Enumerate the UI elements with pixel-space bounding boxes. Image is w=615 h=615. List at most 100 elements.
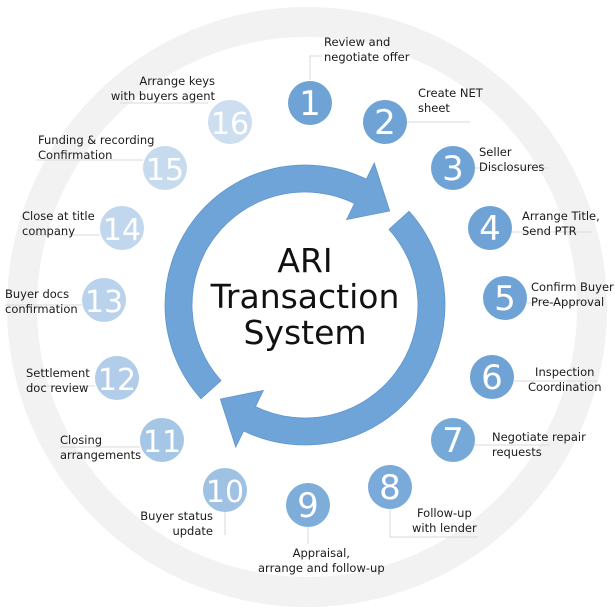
label-line: Pre-Approval (531, 295, 605, 309)
step-number: 6 (481, 358, 503, 398)
label-line: Appraisal, (292, 546, 350, 560)
title-line-2: Transaction (210, 277, 400, 316)
connector-line-1 (309, 55, 322, 80)
title-line-1: ARI (277, 241, 333, 280)
step-circle (203, 468, 247, 512)
step-12-marker: 12 (95, 356, 139, 400)
step-number: 1 (299, 84, 321, 124)
label-line: arrangements (60, 448, 142, 462)
title-line-3: System (243, 313, 367, 352)
step-number: 2 (374, 103, 396, 143)
label-line: Create NET (418, 86, 483, 100)
step-2-marker: 2 (363, 100, 407, 144)
label-line: negotiate offer (324, 50, 410, 64)
step-10-marker: 10 (203, 468, 247, 512)
label-line: doc review (26, 381, 89, 395)
step-circle (468, 206, 512, 250)
step-number: 16 (211, 107, 249, 142)
label-line: Closing (60, 433, 103, 447)
step-circle (286, 483, 330, 527)
step-6-marker: 6 (470, 355, 514, 399)
label-line: update (172, 524, 213, 538)
step-circle (143, 146, 187, 190)
connector-lines (5, 55, 600, 544)
label-line: Inspection (535, 365, 595, 379)
step-number: 12 (98, 363, 136, 398)
cycle-arrow-lower (164, 161, 391, 400)
step-number: 10 (206, 475, 244, 510)
label-line: company (22, 224, 76, 238)
step-8-marker: 8 (368, 465, 412, 509)
label-line: Seller (479, 145, 512, 159)
label-line: requests (492, 445, 542, 459)
step-7-marker: 7 (431, 418, 475, 462)
outer-ring (7, 7, 607, 607)
step-circle (208, 100, 252, 144)
diagram-title: ARI Transaction System (205, 243, 405, 351)
step-number: 7 (442, 421, 464, 461)
step-number: 8 (379, 468, 401, 508)
step-4-marker: 4 (468, 206, 512, 250)
step-number: 15 (146, 153, 184, 188)
label-line: Buyer status (140, 509, 213, 523)
label-line: Negotiate repair (492, 430, 586, 444)
connector-line-8 (389, 509, 478, 538)
step-number: 14 (103, 213, 141, 248)
label-line: Follow-up (416, 506, 472, 520)
step-13-marker: 13 (82, 278, 126, 322)
step-11-marker: 11 (140, 418, 184, 462)
step-3-marker: 3 (431, 146, 475, 190)
step-circle (368, 465, 412, 509)
step-circle (363, 100, 407, 144)
label-line: with lender (412, 521, 477, 535)
label-line: sheet (418, 101, 450, 115)
label-line: Confirmation (38, 148, 113, 162)
step-circle (431, 146, 475, 190)
label-line: Disclosures (479, 160, 545, 174)
step-16-marker: 16 (208, 100, 252, 144)
label-line: confirmation (5, 302, 78, 316)
step-circle (470, 355, 514, 399)
label-line: arrange and follow-up (258, 561, 385, 575)
step-circle (140, 418, 184, 462)
step-14-marker: 14 (100, 206, 144, 250)
label-line: Send PTR (522, 224, 577, 238)
label-line: Confirm Buyer (531, 280, 614, 294)
step-number: 13 (85, 285, 123, 320)
label-line: Review and (324, 35, 391, 49)
step-9-label: Appraisal,arrange and follow-up (258, 546, 385, 576)
step-number: 11 (143, 425, 181, 460)
label-line: Close at title (22, 209, 95, 223)
step-number: 5 (494, 279, 516, 319)
label-line: Arrange keys (139, 74, 215, 88)
step-15-marker: 15 (143, 146, 187, 190)
step-number: 4 (479, 209, 501, 249)
step-4-label: Arrange Title,Send PTR (522, 209, 600, 239)
step-9-marker: 9 (286, 483, 330, 527)
step-1-marker: 1 (288, 81, 332, 125)
step-number: 3 (442, 149, 464, 189)
step-circle (100, 206, 144, 250)
label-line: Arrange Title, (522, 209, 600, 223)
step-number: 9 (297, 486, 319, 526)
step-5-marker: 5 (483, 276, 527, 320)
step-circle (431, 418, 475, 462)
label-line: Buyer docs (5, 287, 70, 301)
cycle-arrow-upper (219, 210, 446, 449)
label-line: Coordination (528, 380, 602, 394)
step-circle (288, 81, 332, 125)
